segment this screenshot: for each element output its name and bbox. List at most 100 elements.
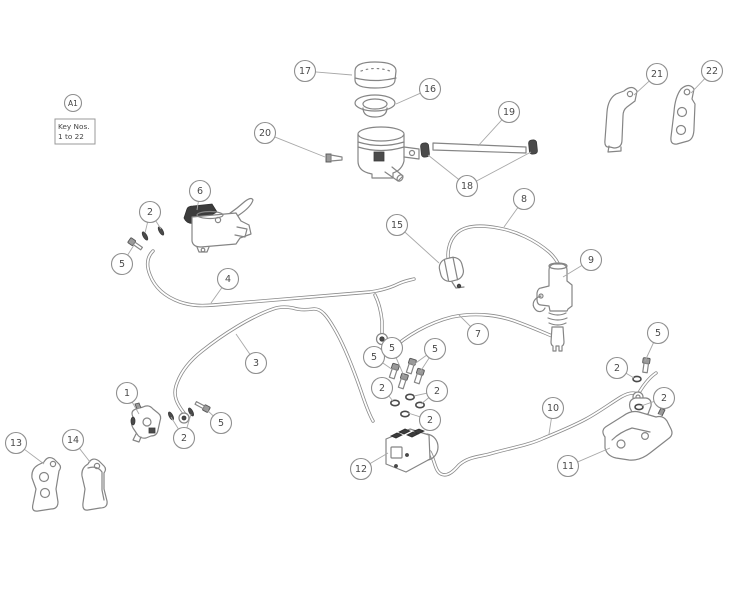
banjo-bolts <box>388 357 425 390</box>
leader-line-6 <box>196 201 199 211</box>
part-3-front-brake-hose <box>173 305 375 424</box>
callout-number-5: 5 <box>371 352 377 363</box>
callout-circle-7 <box>466 322 490 346</box>
bolt-rear-caliper <box>642 357 651 374</box>
leader-line-20 <box>274 136 326 158</box>
leader-line-2 <box>155 220 162 230</box>
clevis-fork <box>550 326 565 352</box>
callout-8: 8 <box>512 187 536 211</box>
leader-line-5 <box>412 354 427 366</box>
leader-line-19 <box>477 119 503 147</box>
callout-circle-13 <box>4 431 28 455</box>
callout-14: 14 <box>61 428 85 452</box>
part-16-reservoir-diaphragm <box>354 94 396 118</box>
callout-number-13: 13 <box>10 438 22 449</box>
key-box-border <box>54 118 96 145</box>
leader-line-2 <box>413 392 427 397</box>
callout-circle-4 <box>216 267 240 291</box>
callout-circle-2 <box>370 376 394 400</box>
callout-number-16: 16 <box>424 84 436 95</box>
leader-line-2 <box>186 413 192 429</box>
callout-19: 19 <box>497 100 521 124</box>
callout-number-11: 11 <box>562 461 574 472</box>
callout-5: 5 <box>110 252 134 276</box>
part-8-rear-brake-pipe <box>446 224 565 280</box>
callout-5: 5 <box>423 337 447 361</box>
part-11-rear-caliper <box>602 397 673 461</box>
callout-21: 21 <box>645 62 669 86</box>
key-box-line1: Key Nos. <box>58 122 90 131</box>
bleed-nipple <box>134 402 142 410</box>
bleed-nipple <box>657 407 666 417</box>
callout-circle-5 <box>209 411 233 435</box>
leader-line-10 <box>548 418 552 435</box>
exploded-parts-artwork: A1 Key Nos. 1 to 22 <box>31 61 696 512</box>
callout-number-2: 2 <box>147 207 153 218</box>
callout-2: 2 <box>652 386 676 410</box>
callout-number-2: 2 <box>379 383 385 394</box>
leader-line-11 <box>577 447 611 463</box>
leader-line-18 <box>476 151 532 182</box>
callout-number-18: 18 <box>461 181 473 192</box>
leader-line-2 <box>640 400 655 407</box>
callout-2: 2 <box>138 200 162 224</box>
callout-2: 2 <box>418 408 442 432</box>
callout-circle-17 <box>293 59 317 83</box>
callout-number-5: 5 <box>655 328 661 339</box>
part-7-brake-hose <box>389 312 554 352</box>
callout-circle-5 <box>380 336 404 360</box>
callout-circle-18 <box>455 174 479 198</box>
callout-15: 15 <box>385 213 409 237</box>
callout-circle-2 <box>172 426 196 450</box>
callout-number-1: 1 <box>124 388 130 399</box>
callout-5: 5 <box>209 411 233 435</box>
leader-line-18 <box>427 154 460 180</box>
callout-number-6: 6 <box>197 186 203 197</box>
callout-number-2: 2 <box>661 393 667 404</box>
callout-circle-2 <box>652 386 676 410</box>
callout-number-15: 15 <box>391 220 403 231</box>
callout-9: 9 <box>579 248 603 272</box>
washers-front-master <box>141 226 165 241</box>
callout-number-7: 7 <box>475 329 481 340</box>
callout-20: 20 <box>253 121 277 145</box>
callout-16: 16 <box>418 77 442 101</box>
part-4-front-brake-pipe <box>145 249 416 346</box>
callout-circle-12 <box>349 457 373 481</box>
callout-number-2: 2 <box>427 415 433 426</box>
callout-number-5: 5 <box>432 344 438 355</box>
callout-6: 6 <box>188 179 212 203</box>
callout-12: 12 <box>349 457 373 481</box>
leader-line-9 <box>562 265 583 278</box>
leader-line-5 <box>206 409 214 417</box>
callout-number-17: 17 <box>299 66 311 77</box>
callout-10: 10 <box>541 396 565 420</box>
leader-line-5 <box>395 357 405 377</box>
callout-circle-21 <box>645 62 669 86</box>
part-6-front-master-cylinder <box>183 197 254 253</box>
callout-circle-16 <box>418 77 442 101</box>
part-10-rear-brake-hose <box>428 371 658 477</box>
callout-3: 3 <box>244 351 268 375</box>
callout-circle-15 <box>385 213 409 237</box>
callout-2: 2 <box>425 379 449 403</box>
leader-line-8 <box>503 207 519 228</box>
callout-5: 5 <box>362 345 386 369</box>
callout-18: 18 <box>455 174 479 198</box>
outlet-stub <box>384 166 404 182</box>
key-badge-circle <box>63 93 83 113</box>
callout-22: 22 <box>700 59 724 83</box>
callout-circle-19 <box>497 100 521 124</box>
clamp-screw-hole <box>408 149 416 157</box>
leader-line-13 <box>24 448 45 465</box>
callout-number-10: 10 <box>547 403 559 414</box>
part-19-hose-guard <box>432 142 527 154</box>
callout-number-12: 12 <box>355 464 367 475</box>
callout-5: 5 <box>380 336 404 360</box>
leader-line-1 <box>131 401 140 415</box>
callout-number-5: 5 <box>119 259 125 270</box>
reservoir-body <box>357 126 420 182</box>
callout-17: 17 <box>293 59 317 83</box>
bolt-front-caliper <box>194 401 211 413</box>
